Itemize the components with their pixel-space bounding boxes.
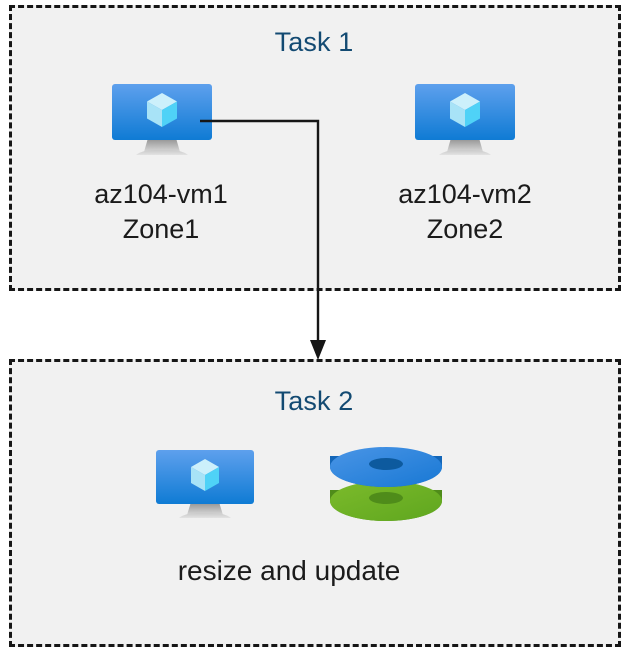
vm2-name: az104-vm2 bbox=[398, 179, 532, 209]
virtual-machine-icon bbox=[411, 82, 519, 160]
virtual-machine-icon bbox=[108, 82, 216, 160]
vm1-label: az104-vm1 Zone1 bbox=[41, 177, 281, 247]
vm1-name: az104-vm1 bbox=[94, 179, 228, 209]
vm1-zone: Zone1 bbox=[122, 214, 200, 244]
virtual-machine-icon bbox=[153, 448, 257, 523]
task2-caption: resize and update bbox=[177, 555, 401, 586]
task1-title: Task 1 bbox=[274, 27, 354, 57]
task2-container bbox=[9, 359, 621, 647]
task2-title: Task 2 bbox=[274, 386, 354, 416]
vm2-label: az104-vm2 Zone2 bbox=[345, 177, 585, 247]
vm2-zone: Zone2 bbox=[426, 214, 504, 244]
managed-disks-icon bbox=[325, 441, 447, 529]
